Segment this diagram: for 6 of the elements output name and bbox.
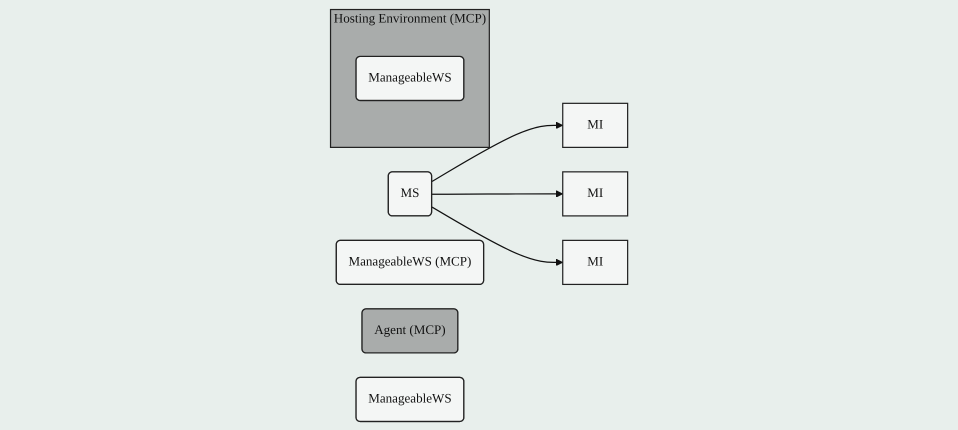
node-box: MI [562, 170, 628, 216]
node-box: MI [562, 102, 628, 148]
arrow [432, 190, 563, 197]
arrow [432, 206, 563, 266]
node-box: MI [562, 239, 628, 285]
arrow [432, 121, 563, 182]
